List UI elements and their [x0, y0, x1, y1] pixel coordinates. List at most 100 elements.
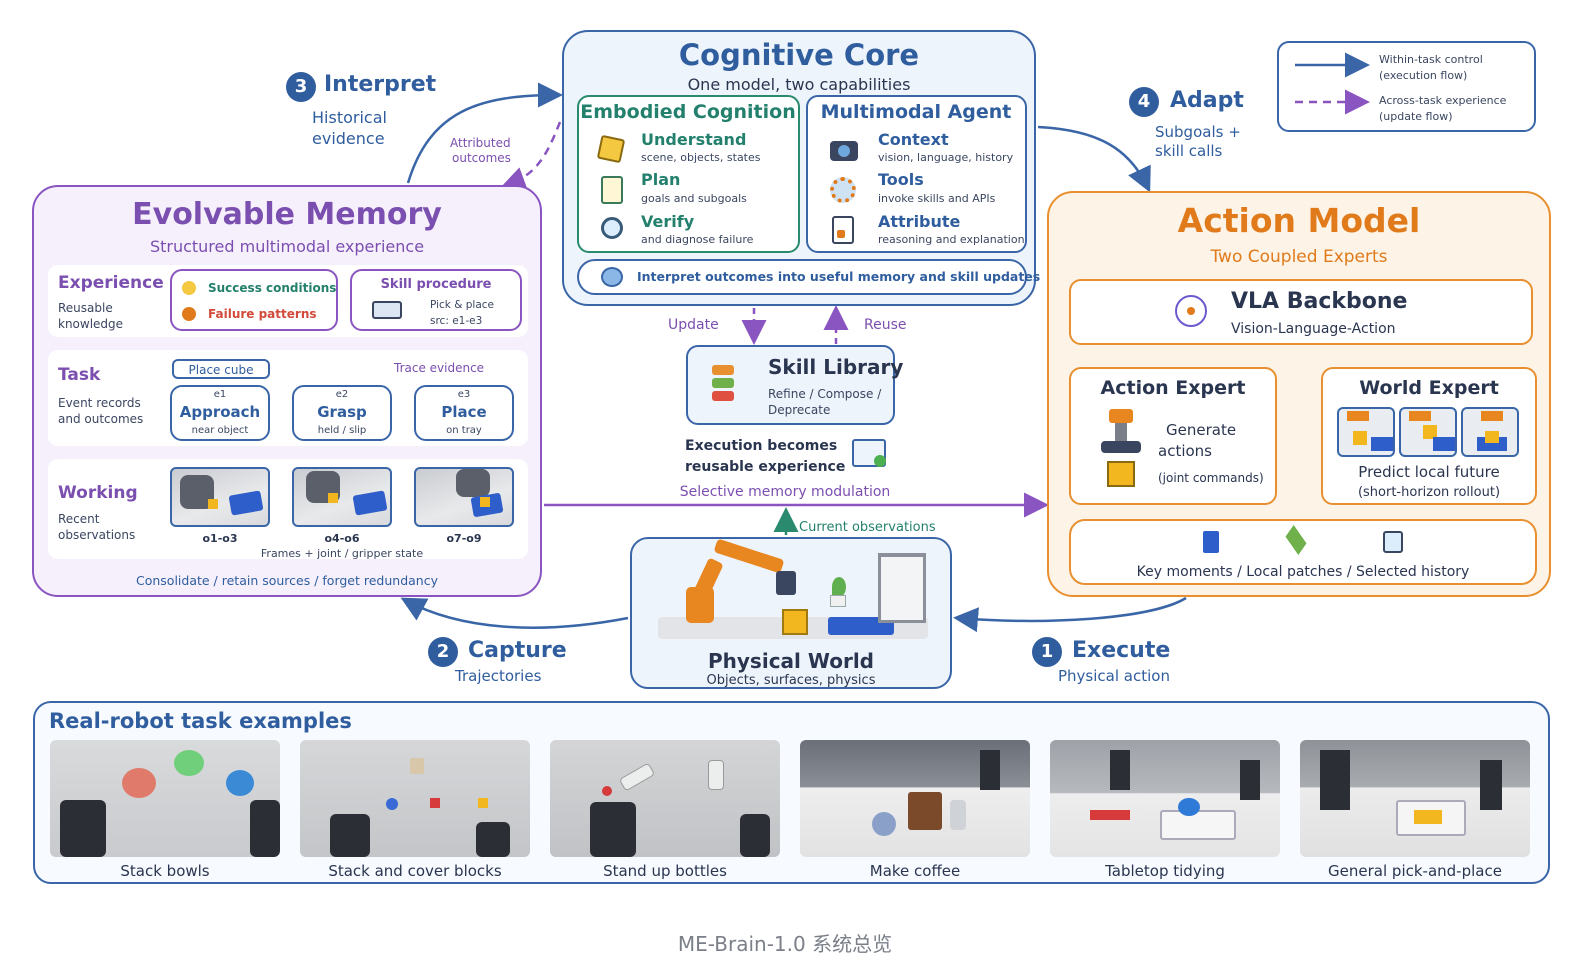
examples-panel: Real-robot task examples Stack bowls Sta… [33, 701, 1550, 884]
tools-label: Tools [878, 170, 924, 189]
robot-gripper-icon [1093, 409, 1149, 491]
interpret-arrow [406, 82, 563, 184]
event-e2-id: e2 [335, 389, 349, 400]
multimodal-agent-box: Multimodal Agent Context vision, languag… [806, 95, 1027, 253]
experience-label: Experience [58, 273, 164, 293]
capture-arrow [400, 597, 629, 629]
vla-sub: Vision-Language-Action [1231, 321, 1396, 337]
place-cube-text: Place cube [188, 363, 254, 377]
step-interpret-sub2: evidence [312, 129, 385, 148]
magnifier-icon [601, 217, 623, 239]
key-moments-text: Key moments / Local patches / Selected h… [1136, 564, 1470, 580]
event-e3-name: Place [441, 403, 487, 421]
skill-procedure-title: Skill procedure [380, 277, 492, 292]
rollout-frame-3 [1461, 407, 1519, 457]
cognitive-core-panel: Cognitive Core One model, two capabiliti… [562, 30, 1040, 306]
step-2-badge: 2 [428, 637, 458, 667]
example-label-6: General pick-and-place [1328, 862, 1502, 880]
attribute-label: Attribute [878, 212, 961, 231]
working-label: Working [58, 483, 138, 503]
example-image-3 [550, 740, 780, 857]
update-label: Update [668, 317, 719, 333]
current-observations-label: Current observations [799, 520, 936, 535]
world-expert-l1: Predict local future [1358, 463, 1500, 481]
step-execute-sub: Physical action [1058, 667, 1170, 685]
vla-backbone-box: VLA Backbone Vision-Language-Action [1069, 279, 1533, 345]
skill-library-box: Skill Library Refine / Compose / Depreca… [686, 345, 903, 425]
procedure-icon [372, 301, 402, 319]
physical-world-title: Physical World [708, 649, 874, 673]
task-label: Task [58, 365, 101, 385]
example-image-5 [1050, 740, 1280, 857]
key-moments-bar: Key moments / Local patches / Selected h… [1069, 519, 1537, 585]
context-label: Context [878, 130, 949, 149]
understand-desc: scene, objects, states [641, 151, 761, 164]
robot-arm-icon [680, 538, 800, 629]
reuse-label: Reuse [864, 317, 907, 333]
frame-label-3: o7-o9 [446, 532, 482, 545]
trace-evidence: Trace evidence [394, 361, 485, 375]
step-adapt-sub1: Subgoals + [1155, 123, 1241, 141]
experience-desc2: knowledge [58, 317, 124, 331]
rollout-frame-2 [1399, 407, 1457, 457]
event-e2-name: Grasp [317, 403, 367, 421]
step-interpret-sub1: Historical [312, 108, 387, 127]
yellow-cube [782, 609, 808, 635]
plant-icon [828, 577, 848, 607]
action-expert-l3: (joint commands) [1158, 471, 1264, 485]
example-image-6 [1300, 740, 1530, 857]
cognitive-core-title: Cognitive Core [678, 38, 920, 72]
action-model-panel: Action Model Two Coupled Experts VLA Bac… [1047, 191, 1551, 597]
step-capture-title: Capture [468, 638, 567, 663]
plan-desc: goals and subgoals [641, 192, 747, 205]
attributed-l2: outcomes [452, 151, 511, 165]
execute-arrow [953, 596, 1187, 633]
example-label-5: Tabletop tidying [1105, 862, 1225, 880]
world-expert-box: World Expert Predict local future (short… [1321, 367, 1537, 505]
skill-library-title: Skill Library [768, 355, 904, 379]
examples-title: Real-robot task examples [49, 709, 352, 733]
step-4-badge: 4 [1129, 87, 1159, 117]
history-icon [1383, 531, 1403, 553]
failure-icon [182, 307, 196, 321]
event-e2: e2 Grasp held / slip [292, 385, 392, 441]
selective-memory-label: Selective memory modulation [679, 484, 891, 500]
embodied-cognition-box: Embodied Cognition Understand scene, obj… [577, 95, 800, 253]
action-expert-box: Action Expert Generate actions (joint co… [1069, 367, 1277, 505]
legend-within-label: Within-task control [1379, 53, 1483, 66]
cube-icon [596, 134, 626, 164]
verify-desc: and diagnose failure [641, 233, 754, 246]
reusable-experience: reusable experience [685, 459, 846, 475]
physical-world-panel: Physical World Objects, surfaces, physic… [630, 537, 952, 689]
event-e3-id: e3 [457, 389, 471, 400]
event-e3: e3 Place on tray [414, 385, 514, 441]
tools-icon [830, 177, 856, 203]
world-expert-l2: (short-horizon rollout) [1357, 485, 1501, 500]
action-expert-l1: Generate [1166, 421, 1237, 439]
physical-world-sub: Objects, surfaces, physics [706, 673, 876, 688]
task-desc1: Event records [58, 396, 141, 410]
rollout-frame-1 [1337, 407, 1395, 457]
embodied-title: Embodied Cognition [580, 101, 796, 123]
example-image-1 [50, 740, 280, 857]
checklist-icon [601, 176, 623, 204]
vla-title: VLA Backbone [1231, 289, 1408, 314]
step-1-badge: 1 [1032, 637, 1062, 667]
memory-bottom-text: Consolidate / retain sources / forget re… [135, 573, 438, 588]
skill-procedure-desc2: src: e1-e3 [430, 315, 483, 327]
step-adapt-sub2: skill calls [1155, 142, 1223, 160]
interpret-outcomes-bar: Interpret outcomes into useful memory an… [577, 259, 1040, 295]
agent-title: Multimodal Agent [820, 101, 1012, 123]
attributed-arrow [500, 121, 562, 191]
legend-across-sub: (update flow) [1379, 110, 1453, 123]
context-desc: vision, language, history [878, 151, 1014, 164]
example-label-1: Stack bowls [120, 862, 210, 880]
skill-library-desc1: Refine / Compose / [768, 387, 882, 401]
skill-library-desc2: Deprecate [768, 403, 831, 417]
event-e3-sub: on tray [446, 425, 482, 436]
success-icon [182, 281, 196, 295]
observation-frame-3 [414, 467, 514, 527]
legend-within-sub: (execution flow) [1379, 69, 1468, 82]
tools-desc: invoke skills and APIs [878, 192, 996, 205]
attributed-l1: Attributed [450, 136, 511, 150]
